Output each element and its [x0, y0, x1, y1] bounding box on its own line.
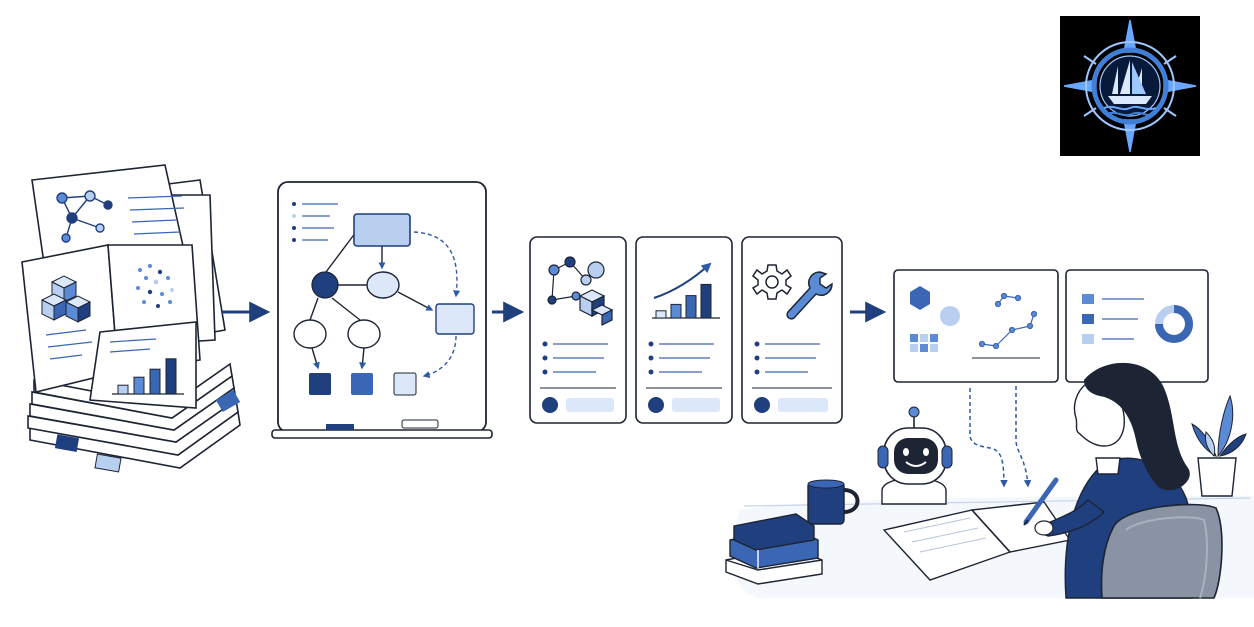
bar-chart-sheet: [89, 321, 197, 409]
card-avatar-dot: [542, 397, 558, 413]
text-lines: [109, 338, 157, 353]
card-avatar-dot: [648, 397, 664, 413]
analysis-card-tools: [741, 236, 843, 424]
flowchart-leaf: [309, 373, 331, 395]
bar-2: [670, 303, 682, 319]
network-graph-icon: [56, 190, 113, 243]
ship-silhouette: [1108, 60, 1152, 104]
bar-3: [149, 368, 161, 395]
bookmark-tab: [54, 434, 80, 452]
cube-cluster-icon: [40, 275, 92, 323]
graph-board-icon: [271, 181, 493, 439]
board-tray-item: [401, 419, 439, 429]
dot-cluster-icon: [136, 264, 174, 308]
bar-1: [655, 310, 667, 319]
notebook-icon: [882, 501, 1072, 581]
dashed-loop-arrow: [422, 335, 457, 379]
flowchart-leaf: [351, 373, 373, 395]
flowchart-node-top: [353, 213, 411, 247]
bar-3: [685, 295, 697, 319]
scatter-panel-icon: [893, 269, 1059, 383]
robot-assistant-icon: [877, 406, 953, 505]
analysis-card-growth: [635, 236, 733, 424]
card-bullet-list: [754, 341, 820, 375]
insight-dashboards: [893, 269, 1209, 488]
bar-4: [700, 283, 712, 319]
card-button-pill: [672, 398, 720, 412]
flowchart-node-primary: [311, 271, 339, 299]
board-tray-item: [326, 424, 354, 430]
network-cubes-icon: [547, 256, 614, 326]
text-lines: [127, 195, 185, 235]
card-button-pill: [566, 398, 614, 412]
dashed-down-arrow: [1015, 386, 1032, 488]
flowchart-node-right: [435, 303, 475, 335]
bar-2: [133, 376, 145, 395]
donut-panel-icon: [1065, 269, 1209, 383]
flowchart-node: [366, 271, 400, 299]
chair-icon: [1100, 503, 1223, 599]
card-button-pill: [778, 398, 828, 412]
dashed-loop-arrow: [413, 231, 461, 298]
bar-1: [117, 384, 129, 395]
card-avatar-dot: [754, 397, 770, 413]
bar-4: [165, 358, 177, 395]
plant-icon: [1191, 394, 1247, 497]
compass-ship-emblem-icon: [1060, 16, 1200, 156]
text-lines: [45, 329, 93, 360]
document-stack-icon: [21, 164, 241, 473]
growth-chart-icon: [652, 262, 720, 319]
flowchart-node: [347, 319, 381, 349]
books-icon: [725, 513, 823, 585]
card-bullet-list: [542, 341, 608, 375]
mug-icon: [807, 479, 860, 525]
gear-wrench-icon: [751, 264, 833, 320]
bookmark-tab: [94, 453, 122, 473]
dashed-down-arrow: [969, 388, 1008, 488]
human-and-robot-workspace: [725, 362, 1254, 599]
analysis-cards: [529, 236, 843, 424]
bookmark-tab: [215, 389, 241, 413]
flowchart-edges: [309, 231, 434, 370]
board-stand: [271, 429, 493, 439]
flowchart-node: [293, 319, 327, 349]
card-bullet-list: [648, 341, 714, 375]
bar-chart-bars: [117, 358, 177, 395]
analysis-card-network: [529, 236, 627, 424]
board-bullet-list: [292, 202, 338, 242]
flowchart-leaf: [393, 372, 417, 396]
